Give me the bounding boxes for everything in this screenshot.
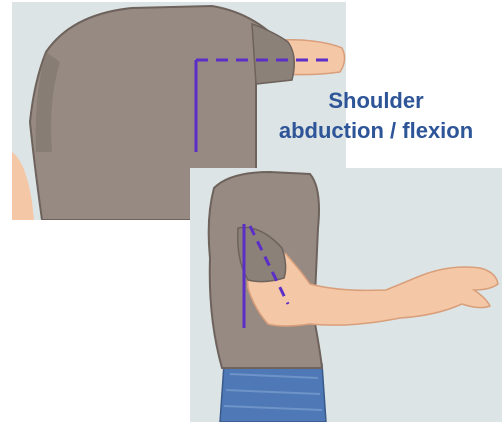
diagram-caption: Shoulder abduction / flexion bbox=[250, 86, 502, 146]
caption-line-2: abduction / flexion bbox=[250, 116, 502, 146]
flexion-figure bbox=[190, 168, 502, 422]
caption-line-1: Shoulder bbox=[250, 86, 502, 116]
flexion-illustration-panel bbox=[190, 168, 502, 422]
